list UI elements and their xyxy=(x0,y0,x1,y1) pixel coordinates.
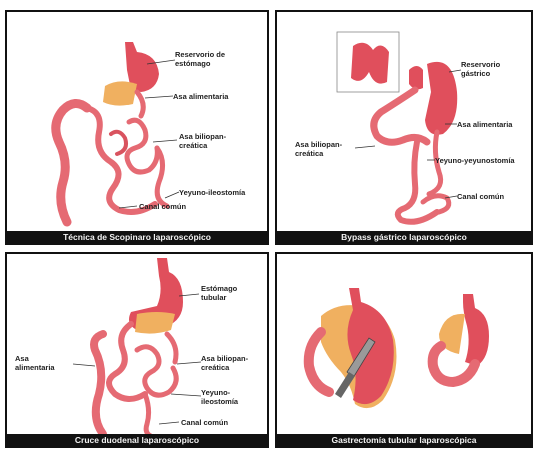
stomach-pouch xyxy=(409,66,423,89)
label-yeyuno-yeyunostomia: Yeyuno-yeyunostomía xyxy=(435,156,515,165)
label-asa-biliopancreatica: Asa biliopan- creática xyxy=(295,140,342,158)
pancreas-illustration xyxy=(135,312,175,334)
label-asa-alimentaria: Asa alimentaria xyxy=(173,92,228,101)
colon-illustration xyxy=(56,103,87,222)
biliopancreatic-loop xyxy=(111,132,126,154)
label-reservorio: Reservorio de estómago xyxy=(175,50,225,68)
intestine-illustration xyxy=(398,142,437,222)
label-yeyuno-ileostomia: Yeyuno-ileostomía xyxy=(179,188,245,197)
caption-gastrectomia-tubular: Gastrectomía tubular laparoscópica xyxy=(277,434,531,446)
scopinaro-illustration xyxy=(7,12,267,243)
label-asa-alimentaria: Asa alimentaria xyxy=(15,354,55,372)
colon-illustration xyxy=(94,334,103,434)
caption-scopinaro: Técnica de Scopinaro laparoscópico xyxy=(7,231,267,243)
label-reservorio-gastrico: Reservorio gástrico xyxy=(461,60,500,78)
label-estomago-tubular: Estómago tubular xyxy=(201,284,237,302)
label-yeyuno-ileostomia: Yeyuno- ileostomía xyxy=(201,388,238,406)
label-canal-comun: Canal común xyxy=(181,418,228,427)
label-canal-comun: Canal común xyxy=(139,202,186,211)
panel-cruce-duodenal: Estómago tubular Asa alimentaria Asa bil… xyxy=(5,252,269,448)
panel-scopinaro: Reservorio de estómago Asa alimentaria A… xyxy=(5,10,269,245)
caption-bypass: Bypass gástrico laparoscópico xyxy=(277,231,531,243)
panel-gastrectomia-tubular: Gastrectomía tubular laparoscópica xyxy=(275,252,533,448)
alimentary-loop xyxy=(137,92,167,206)
alimentary-loop xyxy=(374,90,427,142)
intestine-illustration xyxy=(109,324,145,399)
sleeve-stomach xyxy=(463,294,489,366)
pancreas-illustration xyxy=(103,81,137,105)
caption-cruce-duodenal: Cruce duodenal laparoscópico xyxy=(7,434,267,446)
label-canal-comun: Canal común xyxy=(457,192,504,201)
intestine-coil xyxy=(127,120,157,172)
label-asa-alimentaria: Asa alimentaria xyxy=(457,120,512,129)
label-asa-biliopancreatica: Asa biliopan- creática xyxy=(179,132,226,150)
intestine-coil xyxy=(137,347,176,395)
intestine-illustration xyxy=(87,108,155,212)
sleeve-gastrectomy-illustration xyxy=(277,254,531,446)
panel-bypass: Reservorio gástrico Asa alimentaria Asa … xyxy=(275,10,533,245)
label-asa-biliopancreatica: Asa biliopan- creática xyxy=(201,354,248,372)
